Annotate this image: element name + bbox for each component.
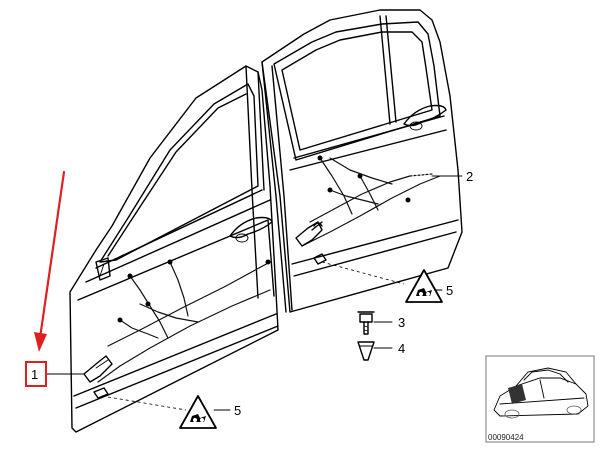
leader-line-5b (101, 395, 187, 411)
screw-icon (357, 311, 375, 335)
front-door (69, 65, 279, 433)
arrow-pointer-icon (34, 170, 66, 352)
callout-5-rear: 5 (446, 283, 453, 298)
callout-1: 1 (31, 367, 38, 382)
callout-5-front: 5 (234, 403, 241, 418)
callout-4: 4 (398, 341, 405, 356)
rear-door (261, 9, 463, 313)
callout-1-highlight-box (25, 361, 47, 387)
front-door-wiring-harness (83, 259, 271, 399)
clip-icon (357, 341, 375, 361)
leader-line-5a (321, 261, 405, 285)
car-thumbnail: 00090424 (485, 355, 595, 443)
warning-triangle-icon (405, 269, 443, 303)
callout-2: 2 (466, 169, 473, 184)
rear-door-wiring-harness (295, 155, 441, 265)
leader-lines (45, 175, 463, 411)
thumbnail-code: 00090424 (488, 433, 524, 442)
warning-triangle-icon (179, 395, 217, 429)
callout-3: 3 (398, 315, 405, 330)
car-thumbnail-icon (493, 367, 589, 419)
